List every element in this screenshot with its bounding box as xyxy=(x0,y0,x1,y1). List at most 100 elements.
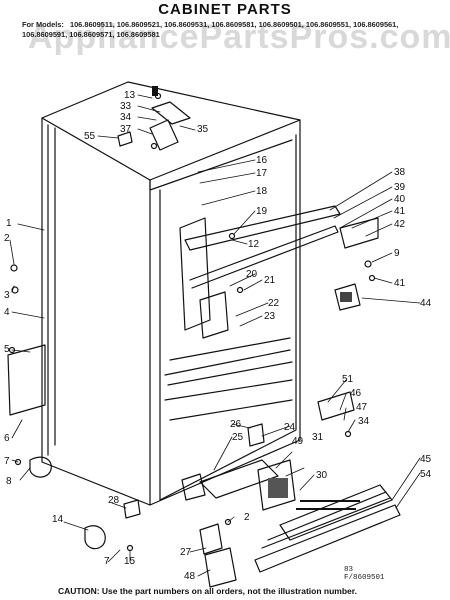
callout-31: 31 xyxy=(312,432,324,443)
bottom-bracket xyxy=(204,547,237,588)
callout-8: 8 xyxy=(6,476,12,487)
cabinet-inner-top xyxy=(149,139,293,191)
page-title: CABINET PARTS xyxy=(158,1,292,18)
callout-38: 38 xyxy=(394,167,406,178)
grille-slot-2 xyxy=(296,508,356,510)
callout-27: 27 xyxy=(180,547,192,558)
screw-2b xyxy=(224,518,232,526)
right-hinge-bracket xyxy=(339,217,379,249)
callout-54: 54 xyxy=(420,469,432,480)
caution-note: CAUTION: Use the part numbers on all ord… xyxy=(58,586,357,596)
callout-41: 41 xyxy=(394,206,406,217)
model-list-label: For Models: xyxy=(22,20,64,29)
callout-16: 16 xyxy=(256,155,268,166)
callout-13: 13 xyxy=(124,90,136,101)
leveling-roller xyxy=(29,456,52,478)
screw-19 xyxy=(228,232,236,240)
left-bracket xyxy=(7,344,46,416)
callout-2: 2 xyxy=(4,233,10,244)
hinge-pin-block xyxy=(199,523,223,555)
callout-40: 40 xyxy=(394,194,406,205)
callout-41b: 41 xyxy=(394,278,406,289)
callout-21: 21 xyxy=(264,275,276,286)
small-clip xyxy=(123,499,141,519)
model-list-numbers: 106.8609511, 106.8609521, 106.8609531, 1… xyxy=(22,20,399,39)
callout-15: 15 xyxy=(124,556,136,567)
callout-7: 7 xyxy=(4,456,10,467)
callout-18: 18 xyxy=(256,186,268,197)
callout-42: 42 xyxy=(394,219,406,230)
callout-51: 51 xyxy=(342,374,354,385)
callout-14: 14 xyxy=(52,514,64,525)
model-list: For Models: 106.8609511, 106.8609521, 10… xyxy=(22,20,442,40)
callout-12: 12 xyxy=(248,239,260,250)
callout-1: 1 xyxy=(6,218,12,229)
reference-line-1: 83 xyxy=(344,566,354,574)
callout-45: 45 xyxy=(420,454,432,465)
cabinet-bottom xyxy=(149,367,301,506)
callout-49: 49 xyxy=(292,436,304,447)
screw-3 xyxy=(11,286,19,294)
callout-30: 30 xyxy=(316,470,328,481)
callout-4: 4 xyxy=(4,307,10,318)
grille-detail xyxy=(261,491,391,549)
door-stop xyxy=(334,283,361,311)
callout-55: 55 xyxy=(84,131,96,142)
callout-9: 9 xyxy=(394,248,400,259)
screw-7 xyxy=(14,458,22,466)
callout-48: 48 xyxy=(184,571,196,582)
callout-26: 26 xyxy=(230,419,242,430)
callout-7b: 7 xyxy=(104,556,110,567)
lower-hinge xyxy=(317,391,355,421)
cabinet-front-outline xyxy=(41,117,151,506)
cover-cap xyxy=(117,131,133,147)
callout-44: 44 xyxy=(420,298,432,309)
screw-37 xyxy=(150,142,158,150)
leader-lines xyxy=(9,94,421,577)
toe-plate xyxy=(181,473,206,501)
shelf-rail xyxy=(184,205,341,251)
screw-21 xyxy=(236,286,244,294)
screw-head-44 xyxy=(340,292,352,302)
liner-floor xyxy=(164,349,293,421)
screw-2 xyxy=(10,264,18,272)
callout-23: 23 xyxy=(264,311,276,322)
lower-bracket xyxy=(199,291,229,339)
callout-6: 6 xyxy=(4,433,10,444)
shelf-rail-lower xyxy=(189,225,339,289)
roller-left xyxy=(84,525,106,550)
callout-28: 28 xyxy=(108,495,120,506)
callout-22: 22 xyxy=(268,298,280,309)
callout-46: 46 xyxy=(350,388,362,399)
watermark-logo: AppliancePartsPros.com xyxy=(28,18,450,56)
callout-5: 5 xyxy=(4,344,10,355)
hinge-plate xyxy=(149,119,179,151)
compressor-box xyxy=(257,459,296,511)
support-block xyxy=(247,423,265,447)
hinge-pin xyxy=(152,86,158,96)
top-hinge xyxy=(151,101,191,125)
reference-line-2: F/8609501 xyxy=(344,574,385,582)
callout-2b: 2 xyxy=(244,512,250,523)
callout-33: 33 xyxy=(120,101,132,112)
illustration-reference: 83 F/8609501 xyxy=(344,566,385,582)
cabinet-top-outline xyxy=(41,81,301,181)
callout-35: 35 xyxy=(197,124,209,135)
cabinet-liner xyxy=(159,134,297,501)
grille-slot-1 xyxy=(300,500,360,502)
callout-37: 37 xyxy=(120,124,132,135)
callout-20: 20 xyxy=(246,269,258,280)
drain-pan xyxy=(199,459,279,499)
callout-3: 3 xyxy=(4,290,10,301)
callout-24: 24 xyxy=(284,422,296,433)
callout-34b: 34 xyxy=(358,416,370,427)
cabinet-side-panel xyxy=(47,124,56,456)
screw-9 xyxy=(364,260,372,268)
callout-19: 19 xyxy=(256,206,268,217)
callout-39: 39 xyxy=(394,182,406,193)
base-grille xyxy=(254,504,401,573)
callout-25: 25 xyxy=(232,432,244,443)
callout-17: 17 xyxy=(256,168,268,179)
center-bracket xyxy=(179,217,211,331)
